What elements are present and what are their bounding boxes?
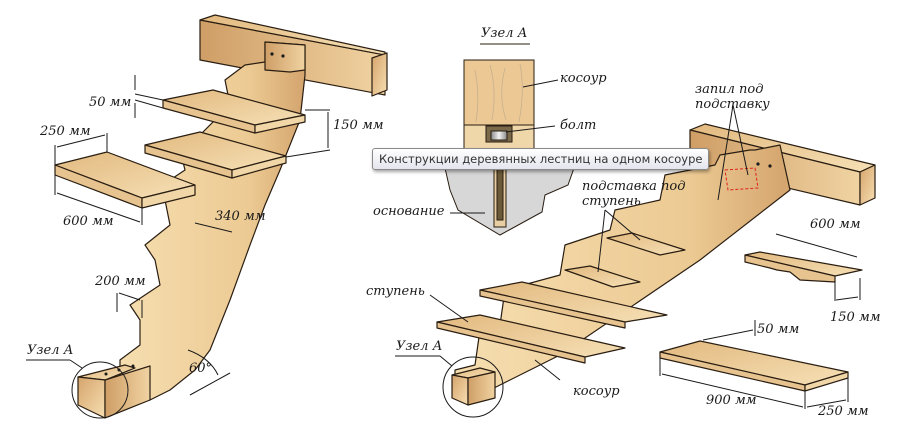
- dim-angle: 60°: [189, 361, 213, 376]
- label-support-line1: подставка под: [582, 179, 686, 194]
- node-a-detail: [444, 43, 575, 236]
- label-bolt: болт: [560, 118, 597, 133]
- right-support-1: [564, 265, 641, 288]
- label-stringer-node: косоур: [560, 71, 607, 86]
- label-cut-line1: запил под: [695, 82, 764, 97]
- anchor-rod: [496, 164, 504, 221]
- node-a-title: Узел А: [481, 26, 528, 41]
- label-stringer-right: косоур: [573, 384, 620, 399]
- dim-support-length: 600 мм: [810, 217, 861, 232]
- bolt-hole: [270, 52, 274, 56]
- right-support-2: [606, 232, 686, 256]
- dim-riser-height: 150 мм: [333, 118, 384, 133]
- bolt-hole: [104, 372, 108, 376]
- stringer-section: [463, 59, 535, 126]
- label-cut-line2: подставку: [695, 97, 770, 112]
- dim-tread-thickness: 50 мм: [89, 95, 132, 110]
- right-dimension-lines: [395, 104, 861, 418]
- concrete-base: [444, 167, 575, 236]
- node-leader-lines: [450, 79, 559, 214]
- top-notch: [264, 41, 306, 73]
- loose-tread-side: [141, 184, 196, 209]
- right-stair-figure: [436, 123, 876, 406]
- hover-tooltip: Конструкции деревянных лестниц на одном …: [372, 148, 710, 170]
- dim-tread-thickness-right: 50 мм: [757, 322, 800, 337]
- node-a-label-left: Узел А: [27, 343, 74, 358]
- left-dimension-lines: [26, 75, 331, 419]
- dim-stringer-depth: 340 мм: [215, 209, 266, 224]
- label-support-line2: ступень: [582, 194, 641, 209]
- dim-tread-depth-right: 250 мм: [818, 404, 869, 419]
- left-stair-figure: [54, 14, 388, 419]
- dim-support-height: 150 мм: [830, 310, 881, 325]
- label-tread: ступень: [366, 284, 425, 299]
- tread-2-side: [231, 155, 287, 179]
- top-beam-top: [199, 14, 386, 56]
- dim-tread-width: 600 мм: [63, 214, 114, 229]
- bolt-head: [490, 130, 508, 141]
- bolt-hole: [281, 54, 285, 58]
- node-a-label-right: Узел А: [396, 339, 443, 354]
- dim-tread-depth: 250 мм: [40, 124, 91, 139]
- dim-step-run: 200 мм: [95, 274, 146, 289]
- bolt-hole: [131, 364, 135, 368]
- top-beam-end: [371, 52, 388, 97]
- tread-1-side: [254, 114, 306, 134]
- label-base: основание: [373, 204, 445, 219]
- dim-tread-length-right: 900 мм: [706, 393, 757, 408]
